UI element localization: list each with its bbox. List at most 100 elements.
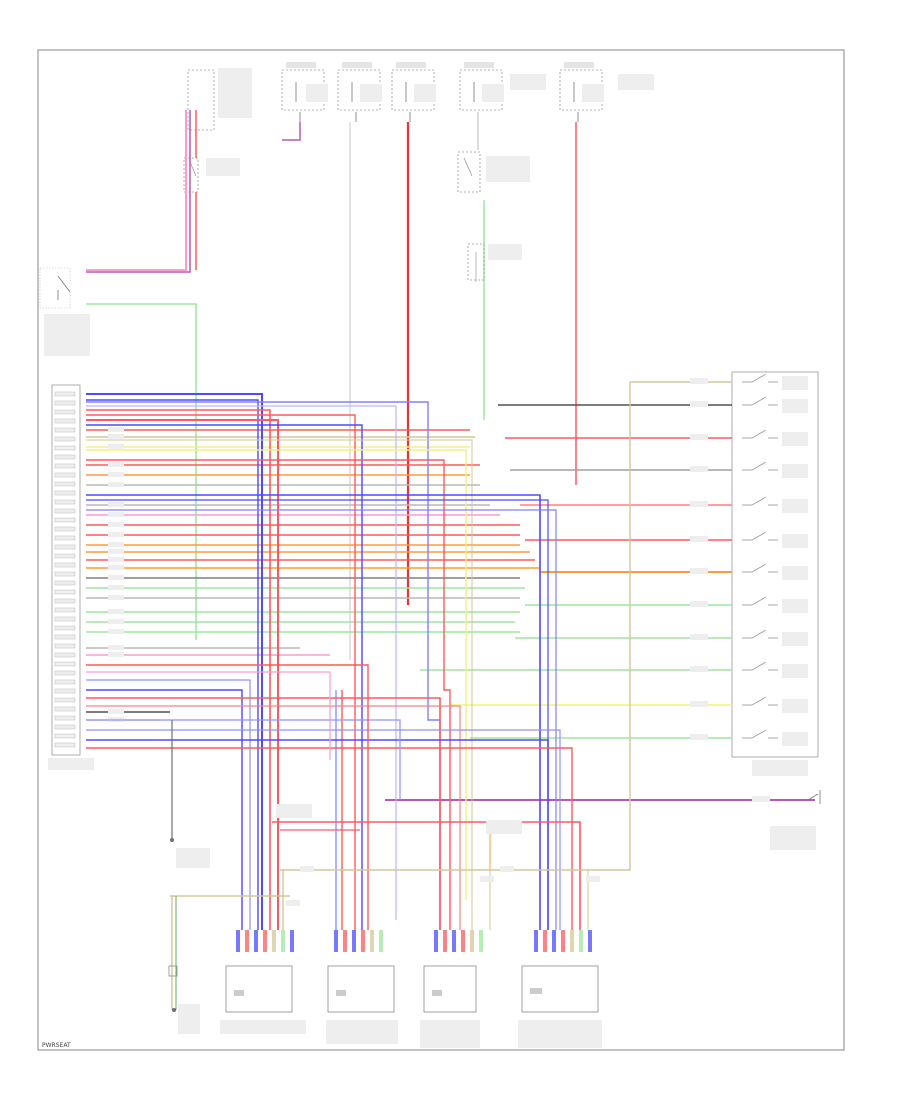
motor-pin bbox=[245, 930, 249, 952]
motor-pin bbox=[570, 930, 574, 952]
motor-pin bbox=[361, 930, 365, 952]
motor-pin bbox=[443, 930, 447, 952]
top-fuse-labels bbox=[218, 62, 654, 118]
wire-color-tag bbox=[108, 585, 124, 590]
module-switch-contact bbox=[742, 373, 778, 383]
motor-pin bbox=[534, 930, 538, 952]
left-module-pins bbox=[54, 391, 76, 748]
module-switch-label bbox=[782, 732, 808, 746]
wire-color-tag bbox=[108, 472, 124, 477]
seat-motor-2 bbox=[326, 965, 398, 1044]
module-switch-contact bbox=[742, 396, 778, 406]
module-switch-label bbox=[782, 699, 808, 713]
connector-pin-label bbox=[54, 598, 76, 604]
module-switch-contact bbox=[742, 696, 778, 706]
connector-pin-label bbox=[54, 526, 76, 532]
connector-pin-label bbox=[54, 553, 76, 559]
module-switch-contact bbox=[742, 729, 778, 739]
connector-pin-label bbox=[54, 679, 76, 685]
connector-pin-label bbox=[54, 688, 76, 694]
module-switch-label bbox=[782, 399, 808, 413]
left-door-switch bbox=[39, 267, 71, 309]
connector-pin-label bbox=[54, 490, 76, 496]
motor-pin bbox=[343, 930, 347, 952]
motor-pin bbox=[236, 930, 240, 952]
wire-color-tag bbox=[108, 652, 124, 657]
module-switch-contact bbox=[742, 563, 778, 573]
wire-color-tag bbox=[108, 462, 124, 467]
module-switch-contact bbox=[742, 596, 778, 606]
top-feed-wires bbox=[86, 110, 577, 660]
connector-pin-label bbox=[54, 427, 76, 433]
module-switch-contact bbox=[742, 531, 778, 541]
motor-pin bbox=[254, 930, 258, 952]
motor-pin bbox=[352, 930, 356, 952]
module-switch-label bbox=[782, 664, 808, 678]
motor-connector-pins bbox=[236, 930, 592, 952]
wire-color-tag bbox=[108, 619, 124, 624]
mid-lower-switch-label bbox=[488, 244, 522, 260]
left-door-switch-contact bbox=[57, 275, 71, 300]
sensor-labels bbox=[176, 804, 600, 1034]
mid-top-switches bbox=[457, 151, 485, 281]
fuse-symbols bbox=[295, 82, 579, 122]
motor-pin bbox=[272, 930, 276, 952]
wire-color-tag bbox=[108, 575, 124, 580]
connector-pin-label bbox=[54, 517, 76, 523]
left-seat-control-module bbox=[48, 384, 94, 770]
wire-color-tag bbox=[108, 557, 124, 562]
wire-color-tag bbox=[108, 542, 124, 547]
ground-point-lower bbox=[172, 1008, 176, 1012]
module-switch-label bbox=[782, 599, 808, 613]
motor-pin bbox=[479, 930, 483, 952]
wire-color-tag bbox=[108, 549, 124, 554]
connector-pin-label bbox=[54, 436, 76, 442]
connector-pin-label bbox=[54, 742, 76, 748]
motor-pin bbox=[434, 930, 438, 952]
wire-color-tag bbox=[108, 709, 124, 714]
connector-pin-label bbox=[54, 643, 76, 649]
wire-color-tag bbox=[108, 645, 124, 650]
left-door-switch-label bbox=[44, 314, 90, 356]
mid-top-switch-label bbox=[486, 156, 530, 182]
connector-pin-label bbox=[54, 724, 76, 730]
motor-pin bbox=[281, 930, 285, 952]
connector-pin-label bbox=[54, 445, 76, 451]
wire-color-tag bbox=[108, 444, 124, 449]
motor-pin bbox=[543, 930, 547, 952]
wire-color-tag bbox=[108, 609, 124, 614]
motor-pin bbox=[290, 930, 294, 952]
module-switch-label bbox=[782, 499, 808, 513]
connector-pin-label bbox=[54, 535, 76, 541]
connector-pin-label bbox=[54, 670, 76, 676]
motor-pin bbox=[552, 930, 556, 952]
connector-pin-label bbox=[54, 589, 76, 595]
module-switch-label bbox=[782, 534, 808, 548]
motor-pin bbox=[334, 930, 338, 952]
left-top-switch-label bbox=[206, 158, 240, 176]
module-switch-label bbox=[782, 464, 808, 478]
wire-color-tag bbox=[108, 522, 124, 527]
wire-color-tag bbox=[108, 512, 124, 517]
harness-wires bbox=[86, 427, 540, 722]
right-wire-tags bbox=[690, 378, 770, 802]
right-bottom-switch bbox=[807, 790, 821, 804]
right-module-switches bbox=[742, 373, 808, 746]
ground-connector bbox=[168, 965, 178, 977]
motor-pin bbox=[452, 930, 456, 952]
connector-pin-label bbox=[54, 634, 76, 640]
wire-color-tag bbox=[108, 595, 124, 600]
motor-pin bbox=[470, 930, 474, 952]
connector-pin-label bbox=[54, 661, 76, 667]
ground-point-upper bbox=[170, 838, 174, 842]
connector-pin-label bbox=[54, 616, 76, 622]
module-switch-contact bbox=[742, 661, 778, 671]
connector-pin-label bbox=[54, 562, 76, 568]
module-switch-contact bbox=[742, 629, 778, 639]
wire-color-tag bbox=[108, 532, 124, 537]
connector-pin-label bbox=[54, 580, 76, 586]
motor-pin bbox=[370, 930, 374, 952]
module-switch-label bbox=[782, 566, 808, 580]
wire-color-tag bbox=[108, 565, 124, 570]
